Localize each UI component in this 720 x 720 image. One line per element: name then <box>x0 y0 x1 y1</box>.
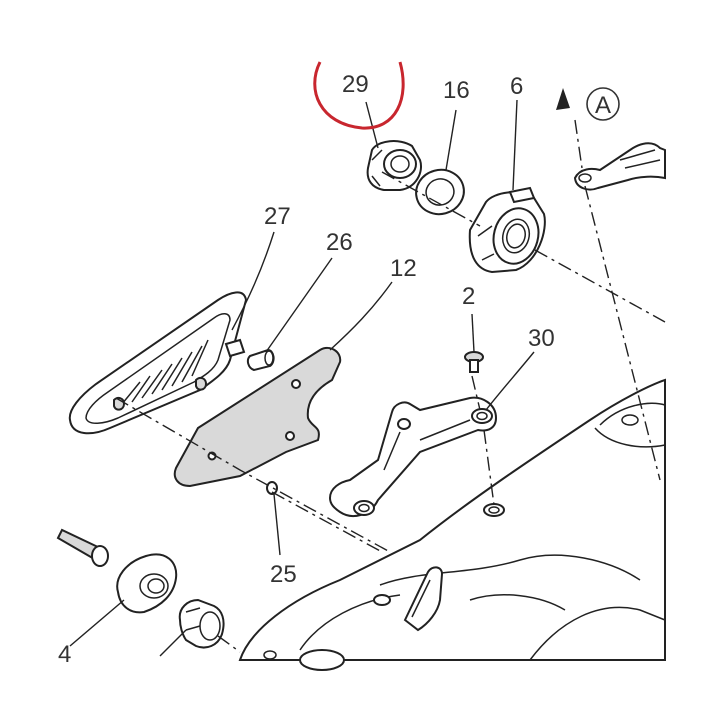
lever-arm-30 <box>328 396 498 517</box>
callout-16: 16 <box>443 77 470 104</box>
plug-26 <box>246 348 275 372</box>
highlight-circle <box>313 61 405 130</box>
leader-lines <box>69 99 535 657</box>
nut-6 <box>468 186 546 274</box>
callout-12: 12 <box>390 255 417 282</box>
shaft-bearing-4 <box>56 528 225 649</box>
screw-2 <box>464 351 484 373</box>
callout-30: 30 <box>528 325 555 352</box>
plate-12 <box>173 346 342 488</box>
direction-arrow-icon <box>556 88 570 110</box>
washer-16 <box>415 168 465 216</box>
callout-2: 2 <box>462 283 475 310</box>
grille-cover-27 <box>68 291 248 435</box>
main-housing <box>238 378 666 671</box>
callout-29: 29 <box>342 71 369 98</box>
callout-25: 25 <box>270 561 297 588</box>
assembly-axis-lines <box>115 119 666 653</box>
clip-25 <box>266 481 278 495</box>
callout-26: 26 <box>326 229 353 256</box>
bracket-part <box>573 142 666 191</box>
callout-27: 27 <box>264 203 291 230</box>
reference-circle-a <box>586 87 620 121</box>
locknut-29 <box>366 140 422 191</box>
callout-a: A <box>595 92 611 119</box>
callout-4: 4 <box>58 641 71 668</box>
callout-6: 6 <box>510 73 523 100</box>
